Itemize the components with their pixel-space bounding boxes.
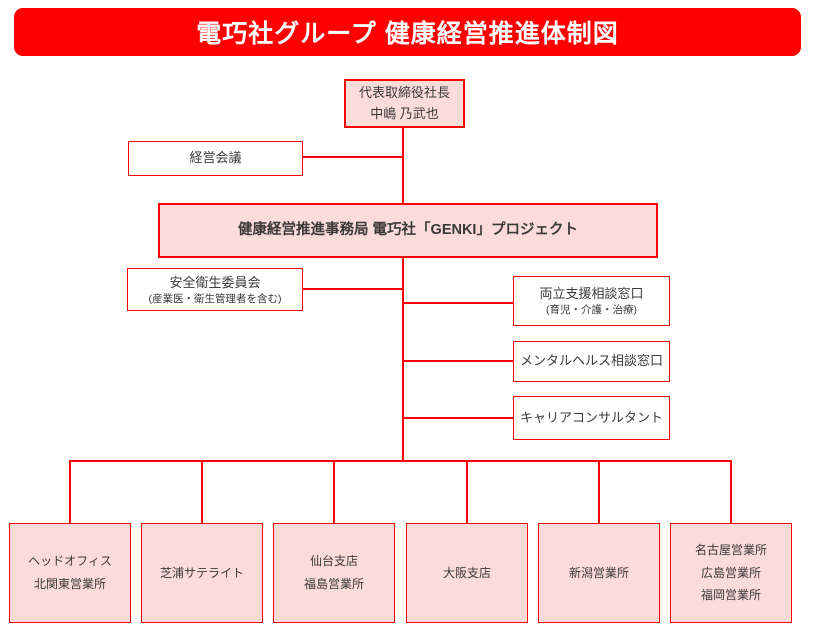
career-consultant-label: キャリアコンサルタント bbox=[519, 409, 663, 425]
president-title: 代表取締役社長 bbox=[358, 85, 450, 101]
branch-line: 大阪支店 bbox=[442, 565, 491, 580]
connector-support-desk bbox=[403, 302, 513, 304]
page-title: 電巧社グループ 健康経営推進体制図 bbox=[196, 20, 619, 48]
branch-line: 新潟営業所 bbox=[568, 565, 629, 580]
title-banner: 電巧社グループ 健康経営推進体制図 bbox=[14, 8, 801, 56]
connector-drop-shibaura bbox=[201, 460, 203, 523]
branch-line: ヘッドオフィス bbox=[28, 554, 112, 569]
support-desk-note: (育児・介護・治療) bbox=[546, 304, 637, 317]
org-box-president: 代表取締役社長 中嶋 乃武也 bbox=[344, 79, 465, 128]
president-name: 中嶋 乃武也 bbox=[370, 105, 439, 121]
connector-drop-osaka bbox=[466, 460, 468, 523]
connector-mental-health-desk bbox=[403, 360, 513, 362]
branch-line: 北関東営業所 bbox=[33, 577, 106, 591]
branch-box-shibaura: 芝浦サテライト bbox=[141, 523, 263, 623]
branch-line: 広島営業所 bbox=[700, 565, 761, 580]
org-box-safety-committee: 安全衛生委員会 (産業医・衛生管理者を含む) bbox=[127, 268, 303, 311]
connector-drop-niigata bbox=[598, 460, 600, 523]
branch-box-nagoya: 名古屋営業所 広島営業所 福岡営業所 bbox=[670, 523, 792, 623]
branch-box-osaka: 大阪支店 bbox=[406, 523, 528, 623]
connector-drop-sendai bbox=[333, 460, 335, 523]
safety-committee-note: (産業医・衛生管理者を含む) bbox=[148, 292, 282, 305]
branch-line: 福島営業所 bbox=[303, 577, 364, 591]
connector-genki-stem bbox=[402, 257, 404, 462]
connector-management-meeting bbox=[303, 156, 403, 158]
branch-box-niigata: 新潟営業所 bbox=[538, 523, 660, 623]
org-box-mental-health-desk: メンタルヘルス相談窓口 bbox=[513, 341, 670, 382]
org-box-support-desk: 両立支援相談窓口 (育児・介護・治療) bbox=[513, 276, 670, 326]
connector-safety-committee bbox=[302, 288, 403, 290]
branch-line: 芝浦サテライト bbox=[159, 565, 244, 580]
connector-drop-nagoya bbox=[730, 460, 732, 523]
mental-health-desk-label: メンタルヘルス相談窓口 bbox=[519, 353, 663, 369]
org-box-career-consultant: キャリアコンサルタント bbox=[513, 396, 670, 440]
org-box-genki-office: 健康経営推進事務局 電巧社「GENKI」プロジェクト bbox=[158, 203, 658, 258]
branch-line: 仙台支店 bbox=[309, 554, 358, 569]
connector-career-consultant bbox=[403, 417, 513, 419]
support-desk-label: 両立支援相談窓口 bbox=[539, 286, 644, 302]
branch-box-head-office: ヘッドオフィス 北関東営業所 bbox=[9, 523, 131, 623]
safety-committee-label: 安全衛生委員会 bbox=[169, 274, 261, 290]
branch-line: 福岡営業所 bbox=[700, 588, 761, 603]
org-box-management-meeting: 経営会議 bbox=[128, 141, 303, 176]
genki-office-label: 健康経営推進事務局 電巧社「GENKI」プロジェクト bbox=[238, 222, 578, 239]
branch-line: 名古屋営業所 bbox=[694, 542, 767, 557]
connector-branch-bus bbox=[69, 460, 732, 462]
connector-drop-head-office bbox=[69, 460, 71, 523]
branch-box-sendai: 仙台支店 福島営業所 bbox=[273, 523, 395, 623]
connector-president-to-genki bbox=[402, 128, 404, 203]
management-meeting-label: 経営会議 bbox=[189, 150, 242, 166]
